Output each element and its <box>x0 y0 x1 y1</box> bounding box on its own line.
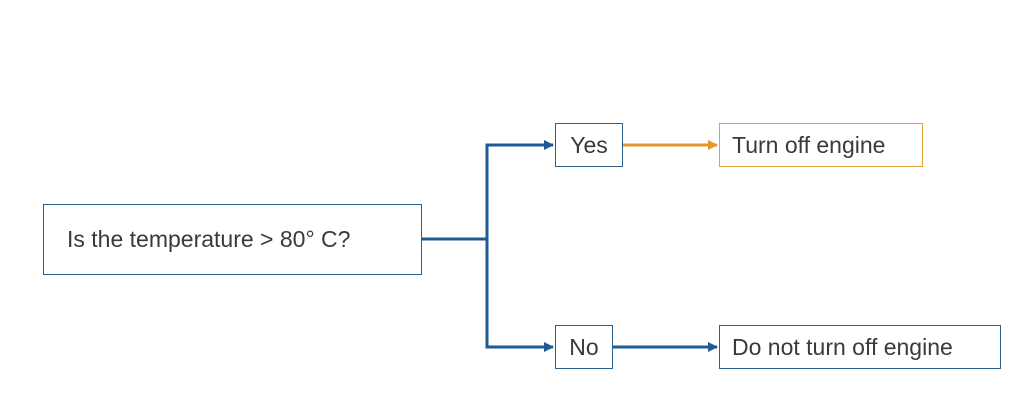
yes-outcome-text: Turn off engine <box>732 131 886 158</box>
yes-branch-box: Yes <box>555 123 623 167</box>
yes-outcome-box: Turn off engine <box>719 123 923 167</box>
decision-question-text: Is the temperature > 80° C? <box>67 226 351 252</box>
decision-question-box: Is the temperature > 80° C? <box>43 204 422 275</box>
connector-to-yes <box>485 140 554 239</box>
no-outcome-box: Do not turn off engine <box>719 325 1001 369</box>
yes-branch-label: Yes <box>570 131 608 158</box>
no-outcome-text: Do not turn off engine <box>732 333 953 360</box>
no-branch-label: No <box>569 333 599 360</box>
no-branch-box: No <box>555 325 613 369</box>
connector-to-no <box>485 239 554 352</box>
